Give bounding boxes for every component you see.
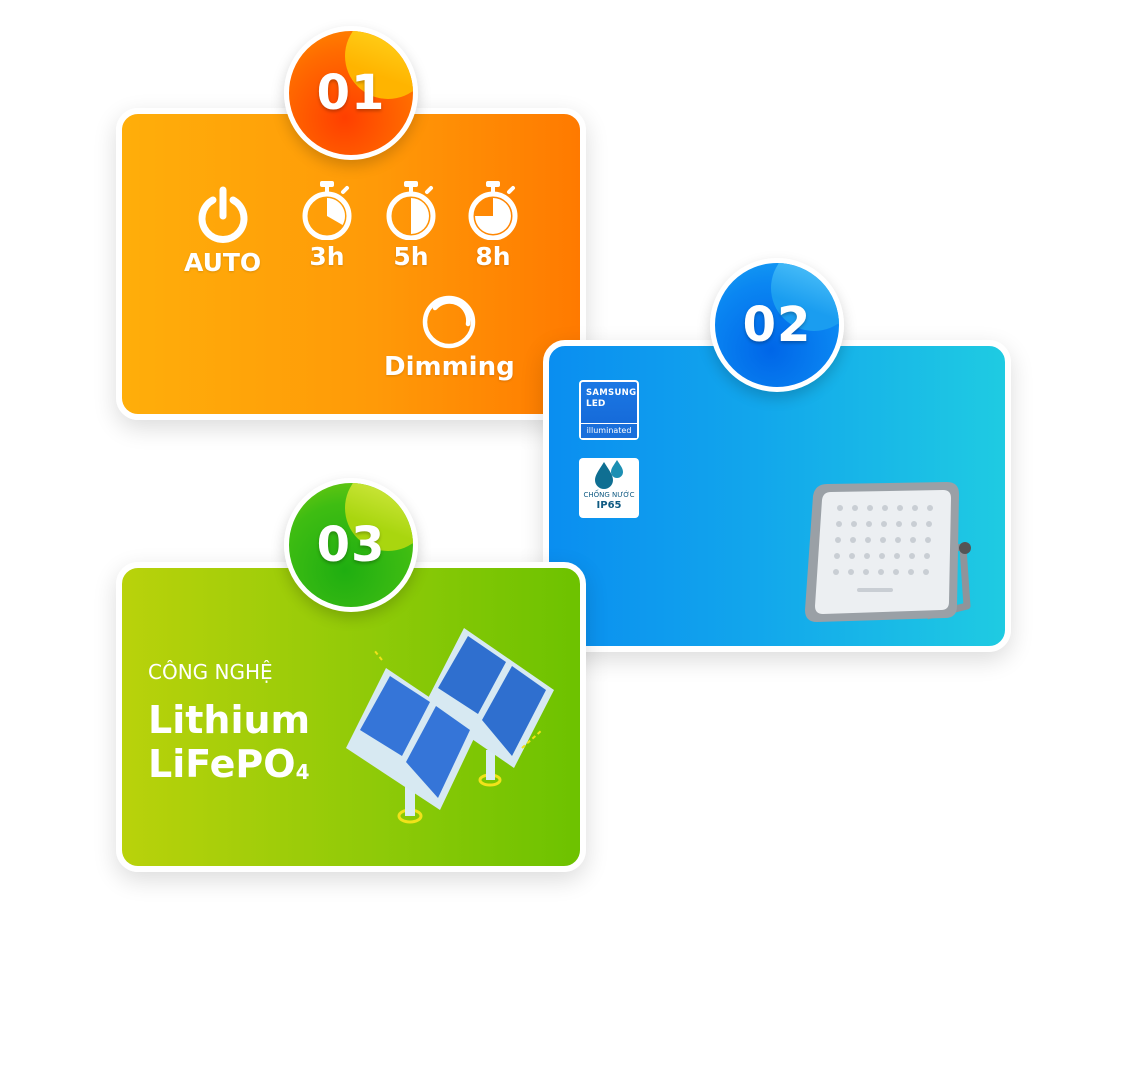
step-number: 03 [316, 517, 386, 573]
step-number: 01 [316, 65, 386, 121]
mode-3h: 3h [298, 178, 356, 271]
samsung-led-badge: SAMSUNG LED illuminated [579, 380, 639, 440]
mode-label: AUTO [184, 248, 262, 277]
waterproof-text: CHỐNG NƯỚC [583, 491, 635, 499]
timer-third-icon [302, 181, 352, 240]
mode-label: 3h [309, 242, 345, 271]
waterproof-rating: IP65 [596, 500, 622, 511]
chemistry-subscript: 4 [295, 760, 310, 784]
floodlight-image [805, 482, 971, 622]
step-badge-02: 02 [710, 258, 844, 392]
solar-panel-image [346, 628, 554, 824]
power-icon [198, 186, 248, 243]
mode-label: 5h [393, 242, 429, 271]
dimming-icon [423, 295, 476, 349]
mode-8h: 8h [464, 178, 522, 271]
timer-three-quarter-icon [468, 181, 518, 240]
technology-title-line1: Lithium [148, 698, 311, 742]
samsung-type: LED [586, 399, 606, 409]
step-number: 02 [742, 297, 812, 353]
mode-dimming: Dimming [384, 294, 515, 382]
mode-auto: AUTO [184, 184, 261, 277]
step-badge-01: 01 [284, 26, 418, 160]
feature-card-modes: AUTO 3h 5h 8h [116, 108, 586, 420]
feature-card-battery: CÔNG NGHỆ Lithium LiFePO4 [116, 562, 586, 872]
water-drop-icon [595, 460, 623, 489]
timer-half-icon [386, 181, 436, 240]
mode-5h: 5h [382, 178, 440, 271]
step-badge-03: 03 [284, 478, 418, 612]
technology-title-line2: LiFePO4 [148, 742, 310, 792]
dimming-label: Dimming [384, 352, 515, 382]
chemistry-name: LiFePO [148, 742, 296, 786]
waterproof-badge: CHỐNG NƯỚC IP65 [579, 458, 639, 518]
feature-card-led: SAMSUNG LED illuminated CHỐNG NƯỚC IP65 [543, 340, 1011, 652]
mode-label: 8h [475, 242, 511, 271]
battery-technology: CÔNG NGHỆ Lithium LiFePO4 [148, 660, 310, 792]
technology-subtitle: CÔNG NGHỆ [148, 660, 273, 684]
samsung-brand: SAMSUNG [586, 388, 637, 398]
samsung-caption: illuminated [581, 423, 637, 438]
